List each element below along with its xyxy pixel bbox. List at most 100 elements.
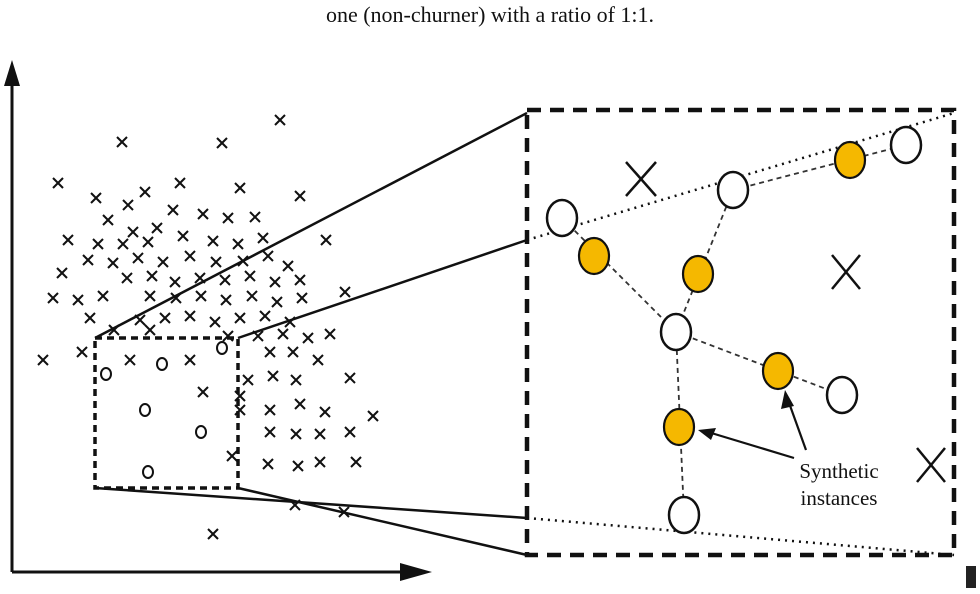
minority-point xyxy=(195,425,207,439)
majority-point xyxy=(264,404,276,416)
majority-point xyxy=(249,211,261,223)
majority-point xyxy=(262,458,274,470)
majority-point xyxy=(169,276,181,288)
majority-point xyxy=(232,238,244,250)
majority-point xyxy=(117,238,129,250)
majority-point xyxy=(167,204,179,216)
minority-point xyxy=(139,403,151,417)
majority-point xyxy=(197,208,209,220)
majority-point xyxy=(84,312,96,324)
majority-point xyxy=(314,456,326,468)
synthetic-instance xyxy=(662,407,696,447)
zoom-connectors xyxy=(94,111,528,557)
caption-text: one (non-churner) with a ratio of 1:1. xyxy=(325,2,655,27)
majority-point xyxy=(90,192,102,204)
minority-class-points xyxy=(100,341,228,479)
majority-class-points xyxy=(37,114,379,540)
majority-point xyxy=(151,222,163,234)
majority-point xyxy=(312,354,324,366)
majority-point xyxy=(216,137,228,149)
majority-point xyxy=(264,426,276,438)
majority-instance xyxy=(831,254,861,290)
majority-point xyxy=(37,354,49,366)
cropped-edge-mark xyxy=(966,566,976,588)
majority-point xyxy=(244,270,256,282)
majority-point xyxy=(144,290,156,302)
majority-point xyxy=(116,136,128,148)
minority-point xyxy=(216,341,228,355)
majority-point xyxy=(52,177,64,189)
majority-point xyxy=(292,460,304,472)
majority-point xyxy=(282,260,294,272)
majority-point xyxy=(197,386,209,398)
majority-point xyxy=(207,235,219,247)
majority-point xyxy=(242,374,254,386)
majority-point xyxy=(174,177,186,189)
majority-point xyxy=(184,310,196,322)
minority-point xyxy=(156,357,168,371)
minority-point xyxy=(142,465,154,479)
majority-point xyxy=(132,252,144,264)
annotation-label-line1: Synthetic xyxy=(799,459,878,483)
majority-point xyxy=(274,114,286,126)
majority-point xyxy=(47,292,59,304)
axes xyxy=(4,60,432,581)
majority-point xyxy=(269,276,281,288)
synthetic-instance xyxy=(761,351,795,391)
majority-point xyxy=(107,257,119,269)
synthetic-instances xyxy=(577,140,867,447)
majority-point xyxy=(219,274,231,286)
minority-point xyxy=(100,367,112,381)
majority-point xyxy=(184,250,196,262)
majority-point xyxy=(127,226,139,238)
majority-point xyxy=(146,270,158,282)
majority-point xyxy=(76,346,88,358)
x-axis-arrowhead xyxy=(400,563,432,581)
majority-point xyxy=(296,292,308,304)
majority-point xyxy=(142,236,154,248)
majority-point xyxy=(97,290,109,302)
majority-point xyxy=(234,312,246,324)
majority-point xyxy=(157,256,169,268)
majority-point xyxy=(159,312,171,324)
majority-point xyxy=(320,234,332,246)
majority-point xyxy=(246,290,258,302)
majority-point xyxy=(262,250,274,262)
majority-point xyxy=(267,370,279,382)
majority-point xyxy=(195,290,207,302)
majority-point xyxy=(271,296,283,308)
majority-point xyxy=(121,272,133,284)
majority-point xyxy=(294,190,306,202)
majority-point xyxy=(319,406,331,418)
minority-instance xyxy=(545,198,579,238)
majority-instance xyxy=(916,447,946,483)
majority-point xyxy=(184,354,196,366)
annotation-label-line2: instances xyxy=(801,486,878,510)
majority-point xyxy=(56,267,68,279)
majority-point xyxy=(339,286,351,298)
majority-point xyxy=(259,310,271,322)
minority-instance xyxy=(667,495,701,535)
majority-point xyxy=(344,426,356,438)
majority-point xyxy=(294,274,306,286)
y-axis-arrowhead xyxy=(4,60,20,86)
selection-region xyxy=(93,336,240,490)
majority-point xyxy=(72,294,84,306)
majority-point xyxy=(226,450,238,462)
majority-point xyxy=(290,428,302,440)
zoom-minority-instances xyxy=(545,125,923,535)
majority-point xyxy=(234,182,246,194)
majority-point xyxy=(144,324,156,336)
minority-instance xyxy=(825,375,859,415)
minority-instance xyxy=(716,170,750,210)
majority-point xyxy=(367,410,379,422)
majority-point xyxy=(102,214,114,226)
majority-point xyxy=(139,186,151,198)
majority-point xyxy=(294,398,306,410)
majority-point xyxy=(209,316,221,328)
majority-point xyxy=(350,456,362,468)
zoom-majority-instances xyxy=(625,161,946,483)
synthetic-instance xyxy=(681,254,715,294)
majority-point xyxy=(92,238,104,250)
